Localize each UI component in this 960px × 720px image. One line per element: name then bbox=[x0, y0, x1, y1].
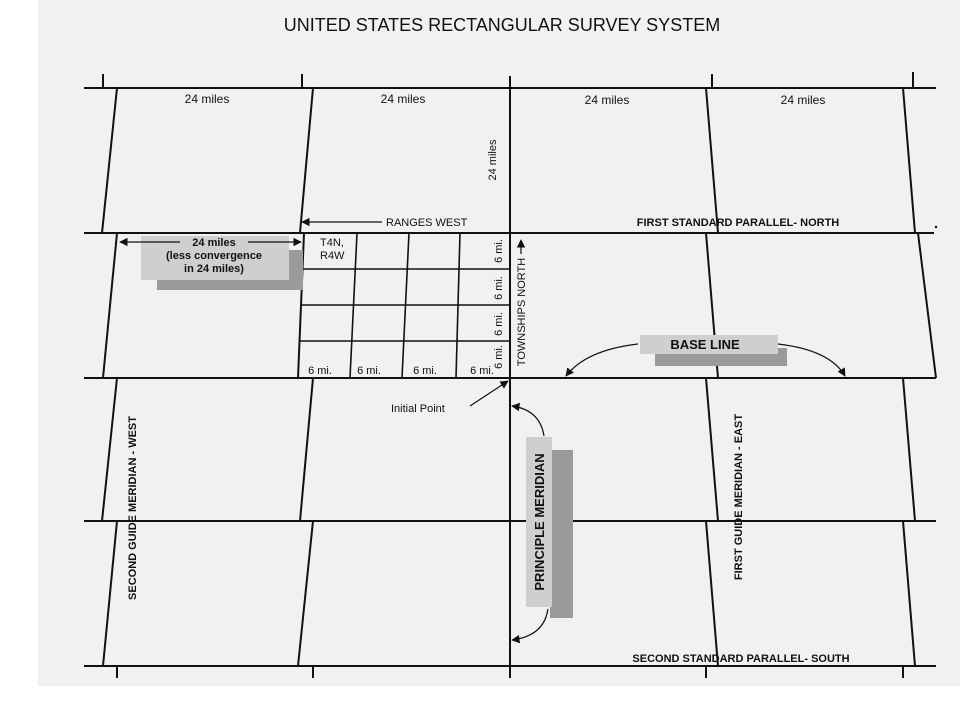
six-mi-h-2: 6 mi. bbox=[357, 365, 381, 377]
six-mi-h-1: 6 mi. bbox=[308, 365, 332, 377]
width-label-3: 24 miles bbox=[585, 93, 630, 107]
township-label-line-2: R4W bbox=[320, 250, 345, 262]
diagram-background bbox=[38, 0, 960, 686]
second-standard-parallel-label: SECOND STANDARD PARALLEL- SOUTH bbox=[632, 653, 849, 665]
first-guide-meridian-east-label: FIRST GUIDE MERIDIAN - EAST bbox=[733, 414, 745, 581]
principle-meridian-box bbox=[526, 437, 552, 607]
six-mi-v-1: 6 mi. bbox=[493, 239, 505, 263]
ranges-west-label: RANGES WEST bbox=[386, 217, 468, 229]
second-guide-meridian-west-label: SECOND GUIDE MERIDIAN - WEST bbox=[127, 416, 139, 600]
six-mi-h-4: 6 mi. bbox=[470, 365, 494, 377]
principle-meridian-label: PRINCIPLE MERIDIAN bbox=[532, 453, 547, 590]
base-line-label: BASE LINE bbox=[670, 337, 740, 352]
width-label-1: 24 miles bbox=[185, 92, 230, 106]
principle-meridian-shadow bbox=[550, 450, 573, 618]
width-label-2: 24 miles bbox=[381, 92, 426, 106]
six-mi-v-3: 6 mi. bbox=[493, 312, 505, 336]
dot-marker bbox=[934, 225, 938, 229]
top-row-width-labels: 24 miles 24 miles 24 miles 24 miles bbox=[185, 92, 826, 107]
six-mi-v-4: 6 mi. bbox=[493, 345, 505, 369]
six-mile-vertical-labels: 6 mi. 6 mi. 6 mi. 6 mi. bbox=[493, 239, 505, 369]
six-mile-horizontal-labels: 6 mi. 6 mi. 6 mi. 6 mi. bbox=[308, 365, 494, 377]
convergence-note: 24 miles (less convergence in 24 miles) bbox=[119, 236, 303, 290]
diagram-title: UNITED STATES RECTANGULAR SURVEY SYSTEM bbox=[284, 15, 720, 35]
convergence-note-box bbox=[141, 236, 289, 280]
six-mi-h-3: 6 mi. bbox=[413, 365, 437, 377]
township-grid bbox=[300, 232, 510, 379]
convergence-line-3: in 24 miles) bbox=[184, 263, 244, 275]
township-label-line-1: T4N, bbox=[320, 237, 344, 249]
convergence-line-2: (less convergence bbox=[166, 250, 262, 262]
meridian-lines bbox=[101, 72, 937, 678]
six-mi-v-2: 6 mi. bbox=[493, 276, 505, 300]
convergence-line-1: 24 miles bbox=[192, 237, 235, 249]
base-line-callout: BASE LINE bbox=[565, 335, 846, 377]
initial-point-arrow bbox=[469, 380, 509, 407]
width-label-4: 24 miles bbox=[781, 93, 826, 107]
base-line-box bbox=[640, 335, 778, 354]
townships-north-label: TOWNSHIPS NORTH bbox=[516, 258, 528, 366]
principle-meridian-callout: PRINCIPLE MERIDIAN bbox=[511, 402, 573, 644]
first-standard-parallel-label: FIRST STANDARD PARALLEL- NORTH bbox=[637, 217, 840, 229]
vertical-24-miles-label: 24 miles bbox=[487, 139, 499, 180]
initial-point-label: Initial Point bbox=[391, 403, 445, 415]
